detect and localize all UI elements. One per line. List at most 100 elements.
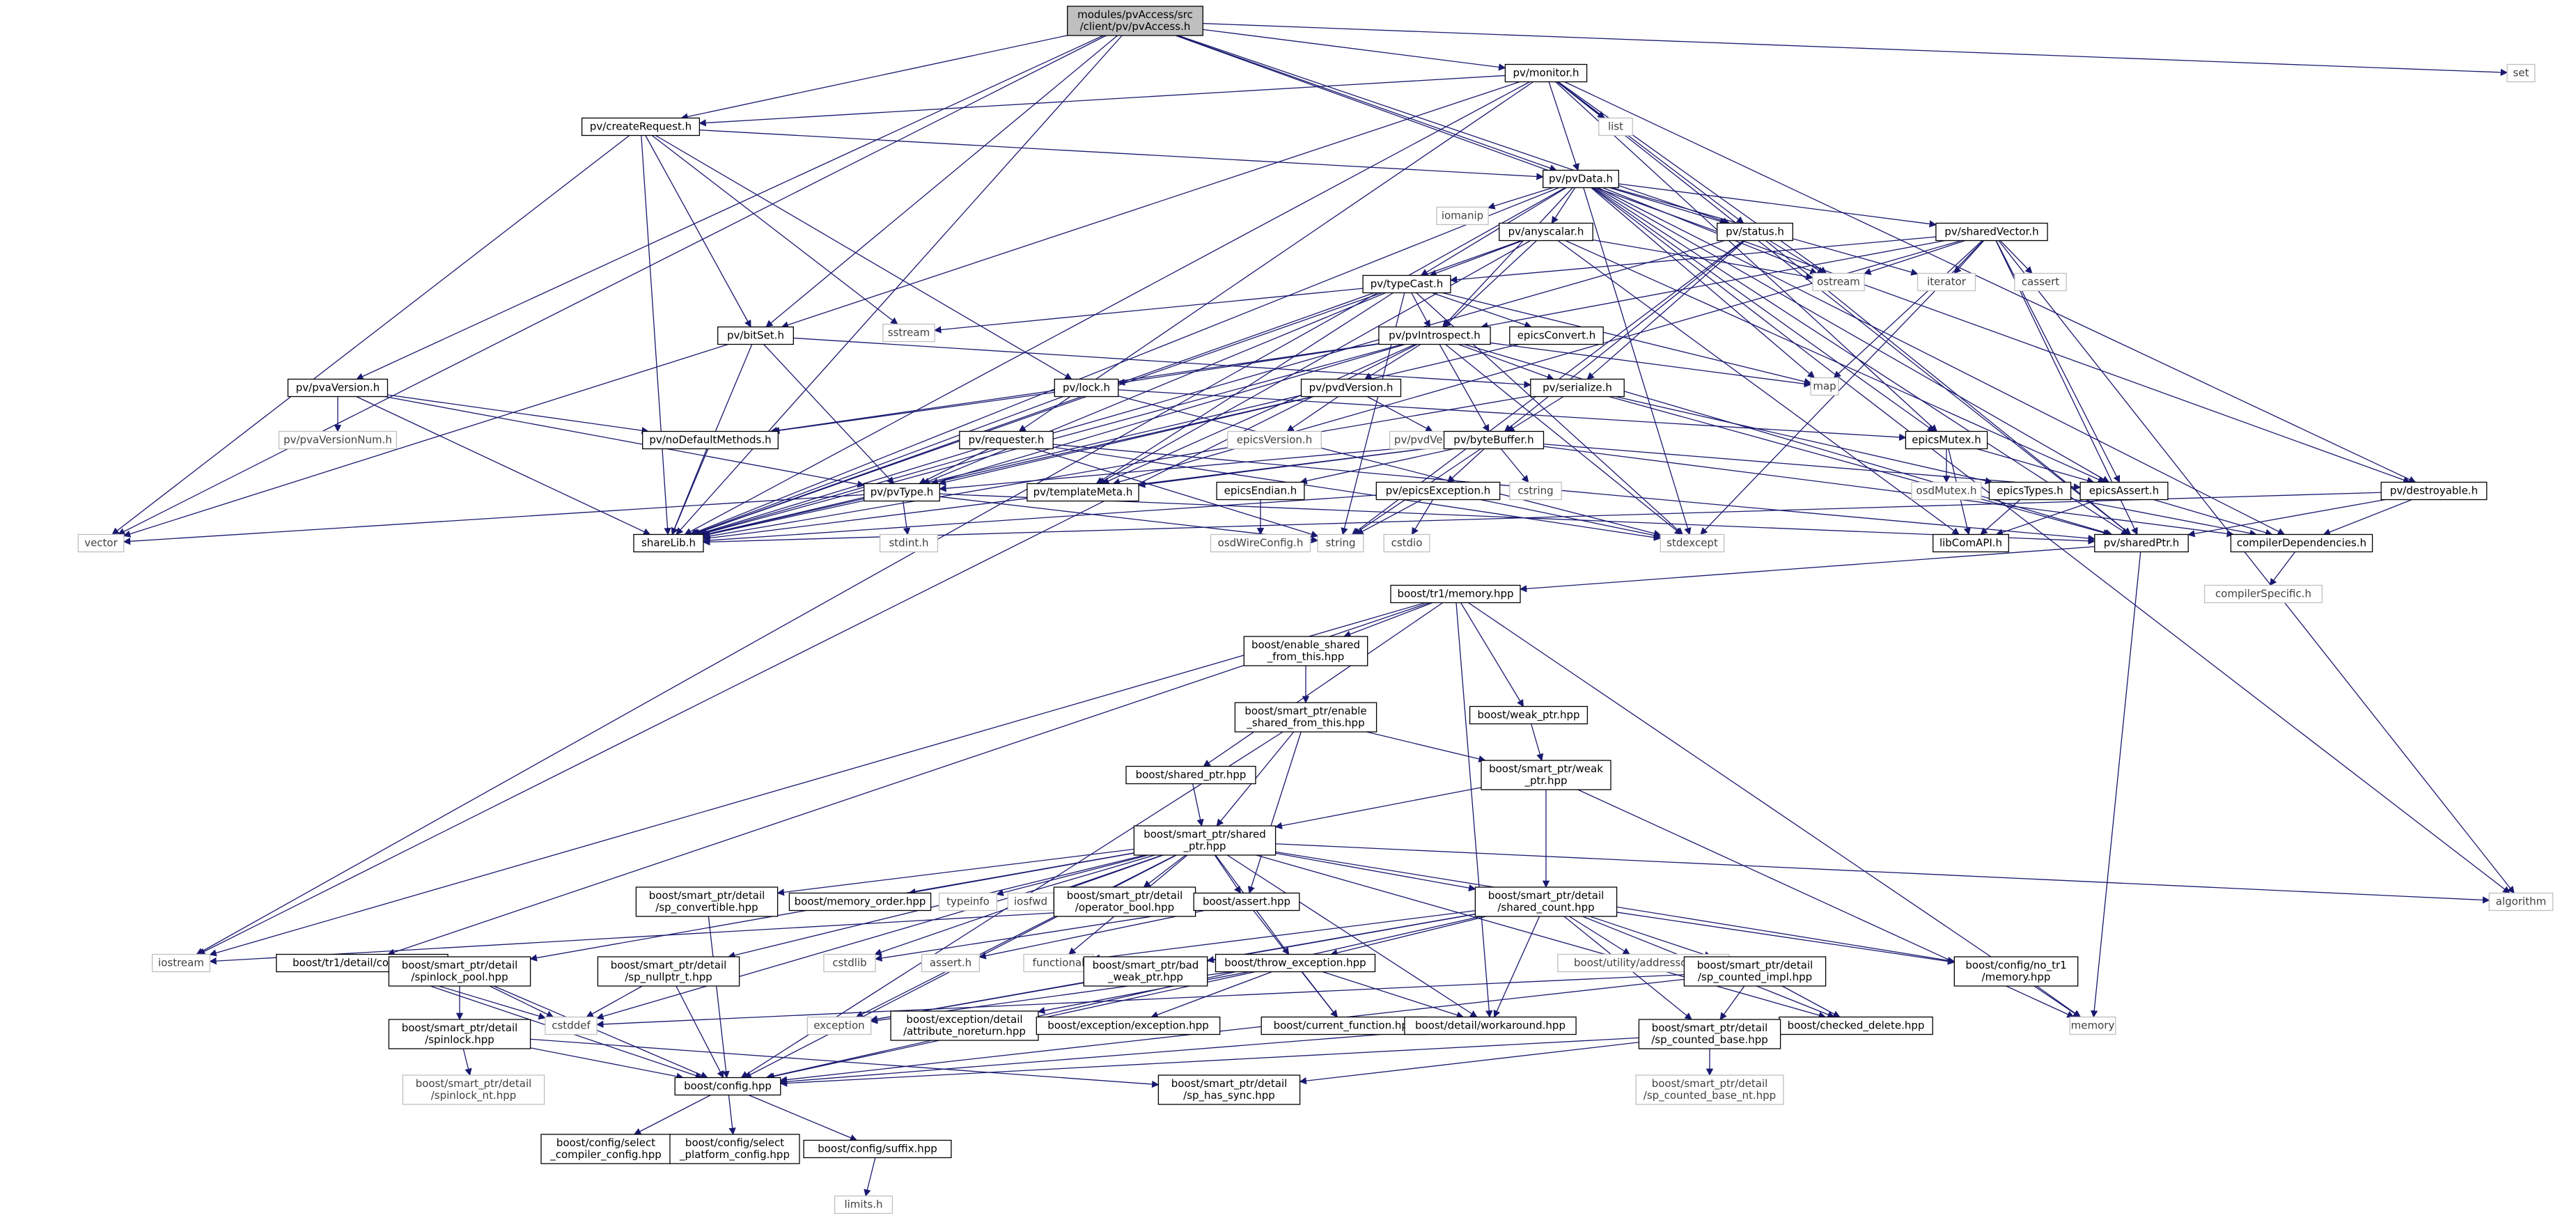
node-spHasSync[interactable]: boost/smart_ptr/detail/sp_has_sync.hpp [1157,1074,1301,1105]
node-spEnableShared[interactable]: boost/smart_ptr/enable_shared_from_this.… [1234,702,1377,733]
node-requester[interactable]: pv/requester.h [959,430,1054,450]
node-typeCast[interactable]: pv/typeCast.h [1362,274,1451,294]
node-pvType[interactable]: pv/pvType.h [864,483,940,502]
node-box [2069,1016,2116,1035]
node-box [388,1019,531,1049]
node-boostAssert[interactable]: boost/assert.hpp [1193,892,1300,912]
node-noTr1Memory[interactable]: boost/config/no_tr1/memory.hpp [1953,956,2079,987]
edge-tr1memory-to-sharedPtrHpp [1203,602,1444,767]
node-libComAPI[interactable]: libComAPI.h [1933,533,2009,553]
node-destroyable[interactable]: pv/destroyable.h [2380,481,2488,501]
node-box [1933,533,2009,553]
node-operatorBool[interactable]: boost/smart_ptr/detail/operator_bool.hpp [1053,886,1196,917]
node-label: pv/pvdVersion.h [1309,382,1394,394]
node-pvaVersion[interactable]: pv/pvaVersion.h [287,378,389,398]
node-box [1036,1016,1221,1035]
node-pvData[interactable]: pv/pvData.h [1543,169,1619,189]
node-box [402,1074,545,1105]
node-pvIntrospect[interactable]: pv/pvIntrospect.h [1378,326,1491,345]
node-anyscalar[interactable]: pv/anyscalar.h [1499,222,1593,242]
node-serialize[interactable]: pv/serialize.h [1530,378,1625,398]
node-compilerDependencies[interactable]: compilerDependencies.h [2230,533,2373,553]
node-box [1988,481,2072,501]
node-label: boost/exception/exception.hpp [1047,1019,1209,1032]
node-boostConfig[interactable]: boost/config.hpp [674,1077,781,1096]
node-sharedPtrHpp[interactable]: boost/shared_ptr.hpp [1125,765,1256,785]
node-shareLib[interactable]: shareLib.h [633,533,704,553]
edge-boostAssert-to-assertH [978,909,1205,960]
node-selectPlatform[interactable]: boost/config/select_platform_config.hpp [669,1134,800,1164]
node-sharedPtr[interactable]: pv/sharedPtr.h [2094,533,2189,553]
node-label: pv/sharedPtr.h [2104,537,2180,549]
edge-monitor-to-status [1557,81,1744,224]
node-box [890,1010,1039,1041]
node-epicsException[interactable]: pv/epicsException.h [1375,481,1501,501]
node-label: pv/pvIntrospect.h [1389,329,1481,342]
node-box [864,483,940,502]
node-throwException[interactable]: boost/throw_exception.hpp [1215,953,1376,973]
node-box [1436,206,1489,226]
node-noDefaultMethods[interactable]: pv/noDefaultMethods.h [642,430,779,450]
node-spCountedBase[interactable]: boost/smart_ptr/detail/sp_counted_base.h… [1638,1019,1781,1049]
edge-pvaVersion-to-noDefaultMethods [387,394,649,435]
node-selectCompiler[interactable]: boost/config/select_compiler_config.hpp [540,1134,671,1164]
node-spinlockPool[interactable]: boost/smart_ptr/detail/spinlock_pool.hpp [388,956,531,987]
edge-requester-to-pvType [919,448,990,485]
node-suffix[interactable]: boost/config/suffix.hpp [803,1139,952,1159]
node-box [1499,222,1593,242]
node-label: pv/typeCast.h [1371,278,1444,290]
node-box [2506,63,2536,83]
node-epicsEndian[interactable]: epicsEndian.h [1216,481,1305,501]
node-epicsTypes[interactable]: epicsTypes.h [1988,481,2072,501]
node-checkedDelete[interactable]: boost/checked_delete.hpp [1779,1016,1933,1035]
node-byteBuffer[interactable]: pv/byteBuffer.h [1443,430,1545,450]
node-workaround[interactable]: boost/detail/workaround.hpp [1404,1016,1577,1035]
node-status[interactable]: pv/status.h [1717,222,1793,242]
edge-spCountedBase-to-boostConfig [779,1037,1639,1087]
node-functional: functional [1023,953,1094,973]
node-createRequest[interactable]: pv/createRequest.h [581,117,701,136]
node-algorithm: algorithm [2488,892,2554,912]
edge-pvIntrospect-to-serialize [1458,343,1554,381]
edge-spSharedPtr-to-checkedDelete [1256,854,1827,1019]
edge-lock-to-stdexcept [1118,396,1662,537]
node-spNullptr[interactable]: boost/smart_ptr/detail/sp_nullptr_t.hpp [597,956,740,987]
node-enableShared[interactable]: boost/enable_shared_from_this.hpp [1243,636,1368,666]
node-root[interactable]: modules/pvAccess/src/client/pv/pvAccess.… [1067,6,1203,36]
node-spinlock[interactable]: boost/smart_ptr/detail/spinlock.hpp [388,1019,531,1049]
node-box [642,430,779,450]
node-label: map [1813,380,1836,393]
node-spWeakPtr[interactable]: boost/smart_ptr/weak_ptr.hpp [1481,760,1611,790]
node-bitSet[interactable]: pv/bitSet.h [717,326,794,345]
node-spCountedImpl[interactable]: boost/smart_ptr/detail/sp_counted_impl.h… [1683,956,1827,987]
node-exceptionHpp[interactable]: boost/exception/exception.hpp [1036,1016,1221,1035]
node-spConvertible[interactable]: boost/smart_ptr/detail/sp_convertible.hp… [635,886,779,917]
node-lock[interactable]: pv/lock.h [1054,378,1119,398]
node-sharedVector[interactable]: pv/sharedVector.h [1935,222,2048,242]
node-memoryOrder[interactable]: boost/memory_order.hpp [788,892,932,912]
node-currentFunction[interactable]: boost/current_function.hpp [1260,1016,1428,1035]
node-monitor[interactable]: pv/monitor.h [1504,63,1588,83]
node-label: epicsEndian.h [1224,485,1297,497]
edge-bitSet-to-serialize [793,337,1531,389]
node-epicsAssert[interactable]: epicsAssert.h [2079,481,2169,501]
node-sharedCount[interactable]: boost/smart_ptr/detail/shared_count.hpp [1474,886,1618,917]
edge-pvData-to-compilerDependencies [1598,187,2286,535]
node-attrNoreturn[interactable]: boost/exception/detail/attribute_noretur… [890,1010,1039,1041]
node-box [1598,117,1633,136]
node-list: list [1598,117,1633,136]
node-pvdVersion[interactable]: pv/pvdVersion.h [1300,378,1402,398]
node-label: pv/lock.h [1063,382,1110,394]
node-epicsMutex[interactable]: epicsMutex.h [1905,430,1988,450]
node-ostream: ostream [1812,272,1865,292]
node-weakPtr[interactable]: boost/weak_ptr.hpp [1469,705,1588,725]
node-templateMeta[interactable]: pv/templateMeta.h [1027,483,1139,502]
node-badWeakPtr[interactable]: boost/smart_ptr/bad_weak_ptr.hpp [1083,956,1208,987]
node-epicsConvert[interactable]: epicsConvert.h [1509,326,1604,345]
node-label: /shared_count.hpp [1497,901,1594,914]
node-spSharedPtr[interactable]: boost/smart_ptr/shared_ptr.hpp [1133,825,1277,856]
node-assertH: assert.h [921,953,981,973]
edge-spWeakPtr-to-spSharedPtr [1274,787,1482,829]
node-tr1memory[interactable]: boost/tr1/memory.hpp [1390,584,1521,604]
